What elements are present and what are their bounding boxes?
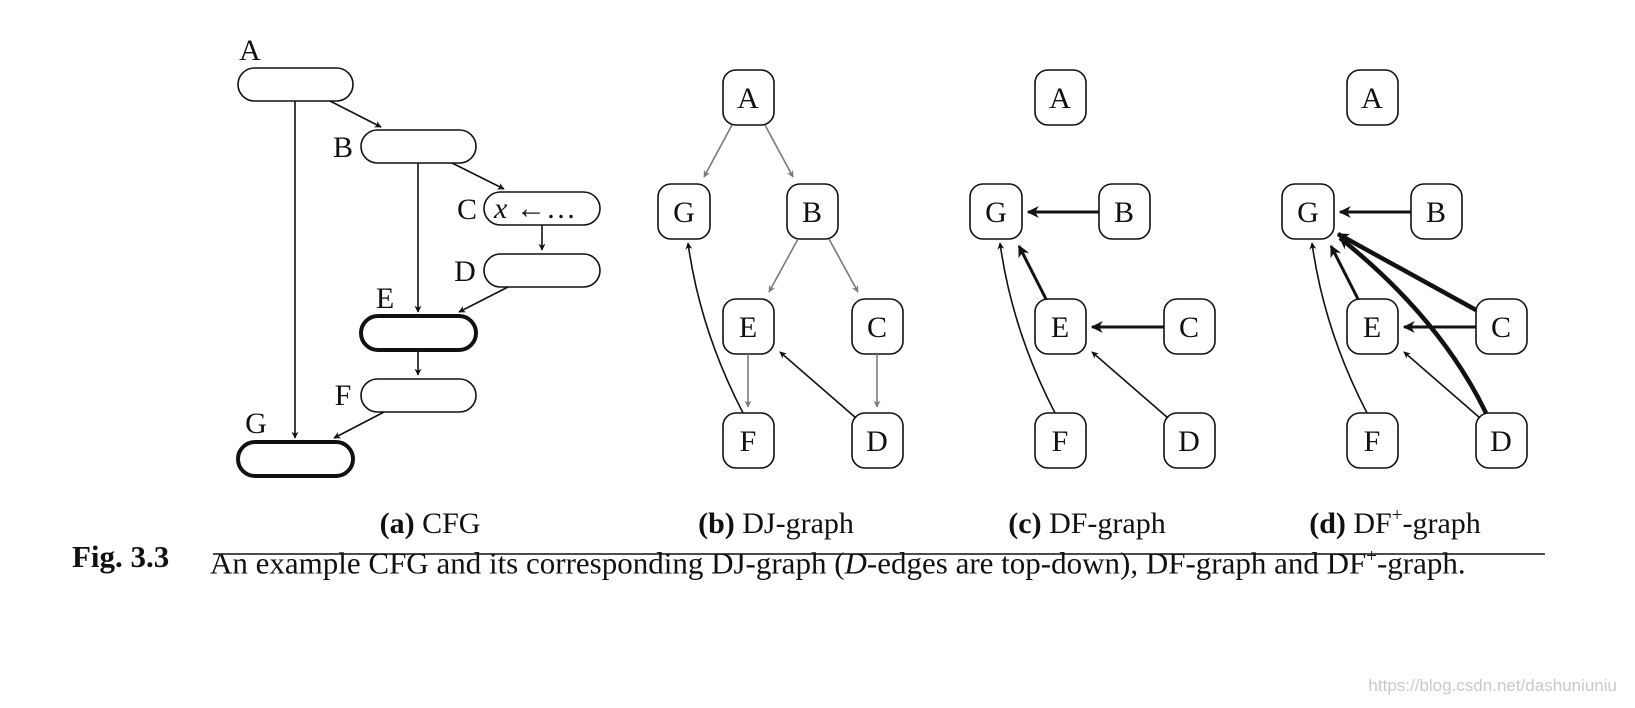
df-node-a [1034, 69, 1087, 126]
panel-a-caption: (a) CFG [380, 507, 481, 540]
dfp-label-e: E [1363, 311, 1381, 344]
dj-jedge-d-e [779, 351, 857, 419]
dfp-label-g: G [1297, 196, 1319, 229]
dj-label-c: C [867, 311, 887, 344]
cfg-label-a: A [239, 34, 261, 67]
df-label-b: B [1114, 196, 1134, 229]
cfg-label-g: G [245, 407, 267, 440]
cfg-block-b [360, 129, 477, 164]
dj-label-g: G [673, 196, 695, 229]
figure-number: Fig. 3.3 [72, 539, 170, 574]
dfp-node-a [1346, 69, 1399, 126]
df-label-g: G [985, 196, 1007, 229]
panel-d-caption: (d) DF+-graph [1309, 505, 1481, 540]
df-edge-f-g [997, 242, 1056, 414]
cfg-edge-a-b [329, 100, 382, 128]
watermark: https://blog.csdn.net/dashuniuniu [1368, 676, 1617, 695]
dj-label-d: D [866, 425, 888, 458]
dfp-label-f: F [1364, 425, 1381, 458]
df-edge-e-g [1017, 244, 1048, 300]
dfp-node-d [1475, 412, 1528, 469]
dj-node-g [657, 183, 711, 240]
df-node-f [1034, 412, 1087, 469]
df-node-e [1034, 298, 1087, 355]
dj-dedge-b-e [768, 238, 799, 293]
dfp-node-g [1281, 183, 1335, 240]
cfg-block-a [237, 67, 354, 102]
cfg-block-f [360, 378, 477, 413]
dj-node-b [786, 183, 839, 240]
cfg-block-e [359, 314, 478, 352]
dfp-edge-d-e [1403, 351, 1481, 419]
cfg-label-b: B [333, 131, 353, 164]
panel-b-caption: (b) DJ-graph [698, 507, 854, 540]
caption-text: An example CFG and its corresponding DJ-… [210, 545, 1466, 581]
df-label-c: C [1179, 311, 1199, 344]
cfg-panel: A B C D E F G x ←… (a) CFG [236, 34, 601, 540]
dfp-edge-d-g [1338, 236, 1489, 414]
dj-label-a: A [737, 82, 759, 115]
cfg-label-d: D [454, 255, 476, 288]
dj-jedge-f-g [685, 242, 744, 414]
df-label-a: A [1049, 82, 1071, 115]
df-plus-graph-panel: A G B E C F D (d) DF+-graph [1281, 69, 1528, 540]
dfp-edge-c-g [1336, 232, 1478, 312]
dj-label-b: B [802, 196, 822, 229]
cfg-edge-f-g [333, 411, 385, 439]
cfg-c-assign: ←… [516, 192, 576, 225]
dj-dedge-b-c [828, 238, 859, 293]
dj-label-e: E [739, 311, 757, 344]
dj-graph-panel: A G B E C F D (b) DJ-graph [657, 69, 904, 540]
df-node-d [1163, 412, 1216, 469]
df-label-e: E [1051, 311, 1069, 344]
dfp-label-c: C [1491, 311, 1511, 344]
dj-node-f [722, 412, 775, 469]
dfp-node-e [1346, 298, 1399, 355]
cfg-edge-b-c [451, 162, 505, 190]
dfp-node-f [1346, 412, 1399, 469]
df-label-d: D [1178, 425, 1200, 458]
cfg-label-c: C [457, 193, 477, 226]
cfg-label-f: F [335, 379, 352, 412]
dfp-edge-e-g [1329, 244, 1360, 300]
cfg-block-g [236, 440, 355, 478]
dj-label-f: F [740, 425, 757, 458]
dfp-label-a: A [1361, 82, 1383, 115]
dfp-label-b: B [1426, 196, 1446, 229]
cfg-edge-d-e [458, 286, 509, 313]
cfg-block-d [483, 253, 601, 288]
df-edge-d-e [1091, 351, 1169, 419]
cfg-c-variable: x [493, 192, 508, 225]
df-graph-panel: A G B E C F D (c) DF-graph [969, 69, 1216, 540]
dfp-label-d: D [1490, 425, 1512, 458]
dj-dedge-a-g [703, 124, 733, 178]
df-node-g [969, 183, 1023, 240]
dj-node-a [722, 69, 775, 126]
panel-c-caption: (c) DF-graph [1008, 507, 1165, 540]
dj-node-d [851, 412, 904, 469]
df-label-f: F [1052, 425, 1069, 458]
dfp-edge-f-g [1309, 242, 1368, 414]
cfg-label-e: E [376, 282, 394, 315]
dj-dedge-a-b [764, 124, 794, 178]
